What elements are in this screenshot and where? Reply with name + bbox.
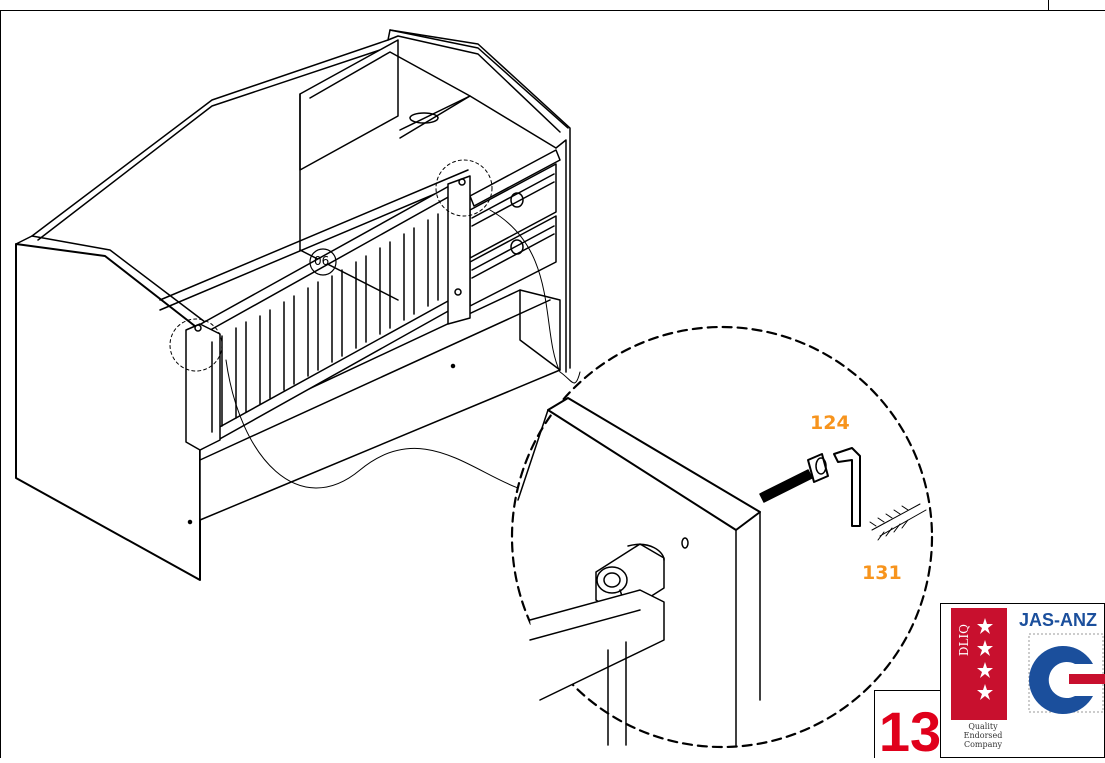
crib-illustration — [15, 29, 581, 581]
caption-line-2: Endorsed — [963, 731, 1003, 740]
jas-anz-mark-icon — [1029, 646, 1093, 714]
dliq-badge-background — [951, 608, 1007, 720]
top-border — [0, 10, 1105, 11]
part-number-131: 131 — [862, 562, 902, 584]
quality-caption: Quality Endorsed Company — [953, 722, 1013, 749]
step-number-box: 13 — [874, 690, 946, 763]
detail-marker: 06 — [314, 254, 330, 268]
part-number-124: 124 — [810, 412, 850, 434]
caption-line-1: Quality — [968, 722, 998, 731]
drawer-stack — [469, 139, 567, 373]
certification-logo: DLIQ JAS-ANZ Quality Endorsed Company — [940, 603, 1105, 758]
star-column-icon — [977, 618, 993, 700]
corner-tab — [1048, 0, 1049, 10]
step-number: 13 — [878, 700, 942, 763]
crib-gate — [185, 175, 471, 451]
left-border — [0, 10, 1, 758]
certification-emblem — [951, 608, 1105, 720]
jas-anz-label: JAS-ANZ — [1019, 610, 1098, 630]
zoom-detail — [510, 325, 934, 749]
dliq-badge-text: DLIQ — [957, 624, 971, 657]
caption-line-3: Company — [963, 740, 1003, 749]
